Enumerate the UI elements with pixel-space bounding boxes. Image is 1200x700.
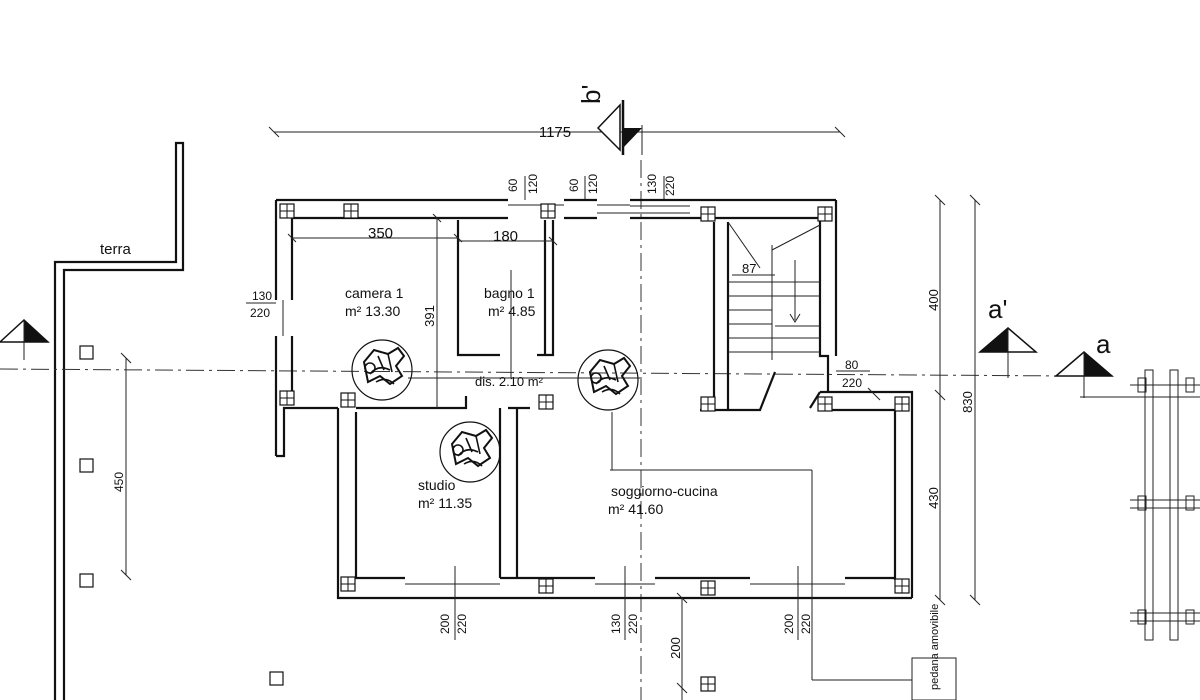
svg-text:200: 200 <box>438 614 452 634</box>
svg-text:220: 220 <box>626 614 640 634</box>
room-label-camera: camera 1 m² 13.30 <box>345 285 404 319</box>
svg-text:130: 130 <box>609 614 623 634</box>
pedana-amovibile: pedana amovibile <box>610 412 957 700</box>
room-label-bagno: bagno 1 m² 4.85 <box>484 285 536 319</box>
svg-text:120: 120 <box>586 174 600 194</box>
room-label-soggiorno: soggiorno-cucina m² 41.60 <box>608 483 718 517</box>
svg-text:130: 130 <box>252 289 272 303</box>
svg-text:200: 200 <box>668 637 683 659</box>
window-dim-left: 130 220 <box>246 289 276 320</box>
svg-text:soggiorno-cucina: soggiorno-cucina <box>611 483 718 499</box>
svg-text:430: 430 <box>926 487 941 509</box>
terrain-outline: terra <box>53 141 185 700</box>
svg-text:80: 80 <box>845 358 859 372</box>
svg-text:220: 220 <box>799 614 813 634</box>
window-dims-top: 60 120 60 120 130 220 <box>506 174 677 200</box>
dimension-total-width: 1175 <box>268 124 846 141</box>
right-dimensions: 400 430 830 <box>926 194 981 606</box>
section-marker-a: a <box>1053 329 1115 398</box>
svg-text:400: 400 <box>926 289 941 311</box>
room-label-dis: dis. 2.10 m² <box>475 270 544 389</box>
svg-text:220: 220 <box>455 614 469 634</box>
svg-text:1175: 1175 <box>539 124 571 141</box>
svg-text:60: 60 <box>506 178 520 192</box>
section-marker-b-prime: b' <box>576 85 643 155</box>
section-marker-a-prime: a' <box>977 294 1039 378</box>
svg-text:87: 87 <box>742 261 756 276</box>
svg-text:b': b' <box>576 85 606 104</box>
window-dim-right: 80 220 <box>836 358 881 401</box>
svg-text:830: 830 <box>960 391 975 413</box>
svg-text:220: 220 <box>842 376 862 390</box>
svg-text:450: 450 <box>112 472 126 492</box>
svg-text:180: 180 <box>493 228 518 245</box>
svg-text:m² 4.85: m² 4.85 <box>488 303 536 319</box>
terra-label: terra <box>100 241 132 258</box>
svg-text:a': a' <box>988 294 1007 324</box>
svg-text:200: 200 <box>782 614 796 634</box>
house-walls <box>274 198 914 600</box>
svg-text:m² 13.30: m² 13.30 <box>345 303 400 319</box>
dimension-450: 450 <box>112 352 132 581</box>
svg-text:m² 11.35: m² 11.35 <box>418 495 472 511</box>
svg-text:dis. 2.10 m²: dis. 2.10 m² <box>475 374 544 389</box>
svg-text:220: 220 <box>663 176 677 196</box>
svg-text:130: 130 <box>645 174 659 194</box>
svg-text:120: 120 <box>526 174 540 194</box>
svg-text:studio: studio <box>418 477 456 493</box>
dimension-200-bottom: 200 <box>668 592 688 700</box>
svg-text:350: 350 <box>368 225 393 242</box>
right-structure <box>1080 369 1200 641</box>
svg-text:60: 60 <box>567 178 581 192</box>
svg-text:391: 391 <box>422 305 437 327</box>
garden-pillars <box>79 345 284 686</box>
svg-text:bagno 1: bagno 1 <box>484 285 535 301</box>
svg-text:pedana amovibile: pedana amovibile <box>929 604 941 690</box>
svg-text:camera 1: camera 1 <box>345 285 404 301</box>
section-marker-left <box>0 318 50 360</box>
svg-text:m² 41.60: m² 41.60 <box>608 501 663 517</box>
staircase: 87 <box>727 221 821 360</box>
interior-dimensions: 350 180 391 <box>287 213 640 408</box>
room-label-studio: studio m² 11.35 <box>418 477 472 511</box>
wheelchair-turning-circle-icon <box>351 339 639 483</box>
window-dims-bottom: 200 220 130 220 200 220 <box>438 566 813 640</box>
pillar-square-icon <box>279 203 910 692</box>
svg-text:220: 220 <box>250 306 270 320</box>
svg-text:a: a <box>1096 329 1111 359</box>
